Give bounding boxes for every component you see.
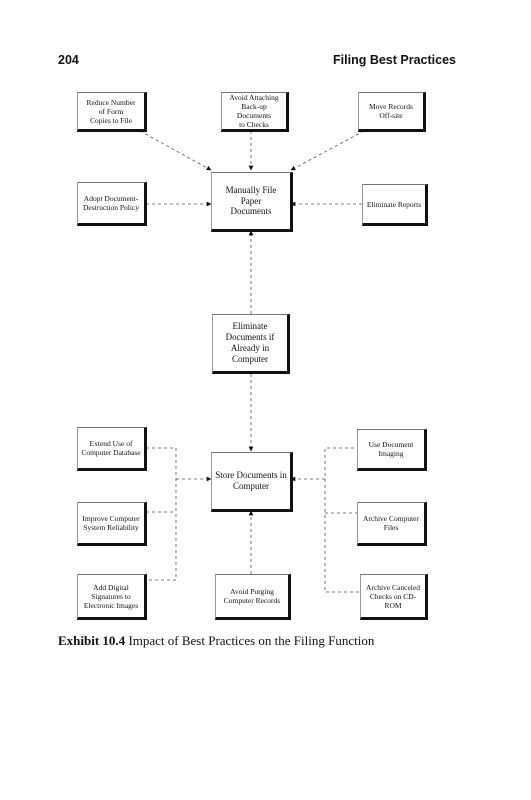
node-reduce-copies: Reduce Number of Form Copies to File <box>77 92 147 132</box>
node-eliminate-reports: Eliminate Reports <box>362 184 428 226</box>
node-avoid-purging: Avoid Purging Computer Records <box>215 574 291 620</box>
node-archive-files: Archive Computer Files <box>357 502 427 546</box>
exhibit-title: Impact of Best Practices on the Filing F… <box>128 633 375 648</box>
node-improve-reliability: Improve Computer System Reliability <box>77 502 147 546</box>
connector-right-bracket <box>324 447 360 593</box>
node-avoid-backup: Avoid Attaching Back-up Documents to Che… <box>221 92 289 132</box>
node-eliminate-docs: Eliminate Documents if Already in Comput… <box>212 314 290 374</box>
connector-left-bracket <box>146 447 177 581</box>
node-archive-checks: Archive Canceled Checks on CD-ROM <box>360 574 428 620</box>
node-extend-db: Extend Use of Computer Database <box>77 427 147 471</box>
running-head: Filing Best Practices <box>333 53 456 67</box>
exhibit-label: Exhibit 10.4 <box>58 633 126 648</box>
node-store-computer: Store Documents in Computer <box>211 452 293 512</box>
exhibit-caption: Exhibit 10.4 Impact of Best Practices on… <box>58 633 374 649</box>
node-adopt-policy: Adopt Document- Destruction Policy <box>77 182 147 226</box>
node-move-offsite: Move Records Off-site <box>358 92 426 132</box>
node-manual-file: Manually File Paper Documents <box>211 172 293 232</box>
page-number: 204 <box>58 53 79 67</box>
node-digital-signatures: Add Digital Signatures to Electronic Ima… <box>77 574 147 620</box>
node-doc-imaging: Use Document Imaging <box>357 429 427 471</box>
connector-move-offsite-to-manual <box>290 130 365 171</box>
connector-reduce-to-manual <box>139 130 212 171</box>
